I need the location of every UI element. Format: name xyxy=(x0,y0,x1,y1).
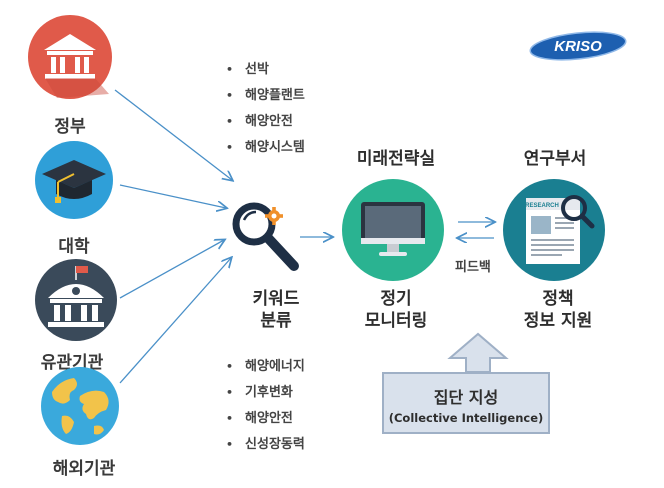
arrow-university xyxy=(119,184,226,208)
keyword-item: 해양플랜트 xyxy=(226,83,305,109)
keyword-item: 해양에너지 xyxy=(226,354,305,380)
monitor-icon xyxy=(342,179,444,281)
strategy-line2: 모니터링 xyxy=(364,311,428,331)
keyword-item: 기후변화 xyxy=(226,380,305,406)
keyword-list-bottom: 해양에너지 기후변화 해양안전 신성장동력 xyxy=(226,354,305,458)
arrow-institution xyxy=(119,240,224,299)
university-node xyxy=(34,140,114,220)
classify-line1: 키워드 xyxy=(252,289,300,309)
strategy-office-title: 미래전략실 xyxy=(356,149,436,169)
keyword-item: 해양안전 xyxy=(226,109,305,135)
research-line1: 정책 xyxy=(542,289,574,309)
institution-node xyxy=(34,258,118,342)
magnifier-gear-icon xyxy=(232,202,299,271)
arrow-overseas xyxy=(119,258,231,384)
keyword-item: 선박 xyxy=(226,57,305,83)
strategy-office-desc: 정기 모니터링 xyxy=(336,288,456,332)
collective-intelligence-box: 집단 지성 (Collective Intelligence) xyxy=(382,372,550,434)
strategy-line1: 정기 xyxy=(380,289,412,309)
svg-text:KRISO: KRISO xyxy=(554,38,602,55)
collective-subtitle: (Collective Intelligence) xyxy=(388,411,544,425)
institution-building-icon xyxy=(35,259,117,341)
arrow-government xyxy=(114,89,232,180)
keyword-list-top: 선박 해양플랜트 해양안전 해양시스템 xyxy=(226,57,305,161)
overseas-label: 해외기관 xyxy=(52,459,116,479)
research-line2: 정보 지원 xyxy=(523,311,593,331)
collective-title: 집단 지성 xyxy=(433,388,499,407)
government-label: 정부 xyxy=(54,117,86,137)
collective-up-arrow xyxy=(447,332,509,373)
government-node xyxy=(27,14,113,100)
keyword-item: 해양시스템 xyxy=(226,135,305,161)
classify-line2: 분류 xyxy=(260,311,292,331)
research-dept-title: 연구부서 xyxy=(523,149,587,169)
government-building-icon xyxy=(28,15,112,99)
classify-label: 키워드 분류 xyxy=(236,288,316,332)
svg-text:RESEARCH: RESEARCH xyxy=(525,203,559,209)
keyword-item: 해양안전 xyxy=(226,406,305,432)
research-document-icon: RESEARCH xyxy=(503,179,605,281)
university-label: 대학 xyxy=(58,237,90,257)
research-dept-desc: 정책 정보 지원 xyxy=(500,288,616,332)
graduation-cap-icon xyxy=(35,141,113,219)
globe-icon xyxy=(41,367,119,445)
keyword-item: 신성장동력 xyxy=(226,432,305,458)
feedback-label: 피드백 xyxy=(455,260,491,275)
kriso-logo: KRISO xyxy=(529,31,627,61)
overseas-node xyxy=(40,366,120,446)
